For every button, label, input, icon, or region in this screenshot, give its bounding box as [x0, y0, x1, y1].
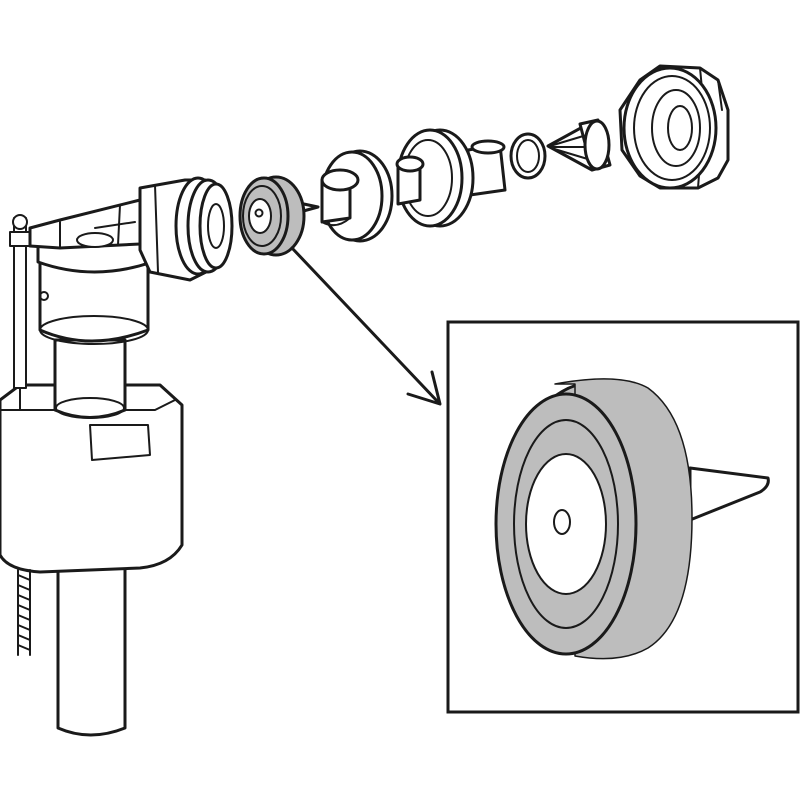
washer-pin-magnified	[688, 466, 770, 522]
float-valve-body	[0, 198, 184, 737]
callout-arrow	[290, 246, 442, 406]
washer-center-hole	[553, 509, 571, 535]
callout-box	[446, 320, 800, 714]
o-ring	[509, 132, 547, 180]
housing-tab	[89, 424, 151, 461]
threaded-adjuster	[17, 574, 31, 651]
coupling-nut	[618, 64, 730, 190]
inner-cylinder	[53, 338, 127, 419]
flanged-connector	[395, 128, 507, 228]
stepped-valve-seat	[320, 149, 394, 243]
cone-filter	[546, 118, 612, 172]
rubber-seal-washer	[238, 175, 320, 257]
threaded-inlet-shank	[138, 176, 234, 282]
valve-shank-pipe	[56, 558, 127, 737]
